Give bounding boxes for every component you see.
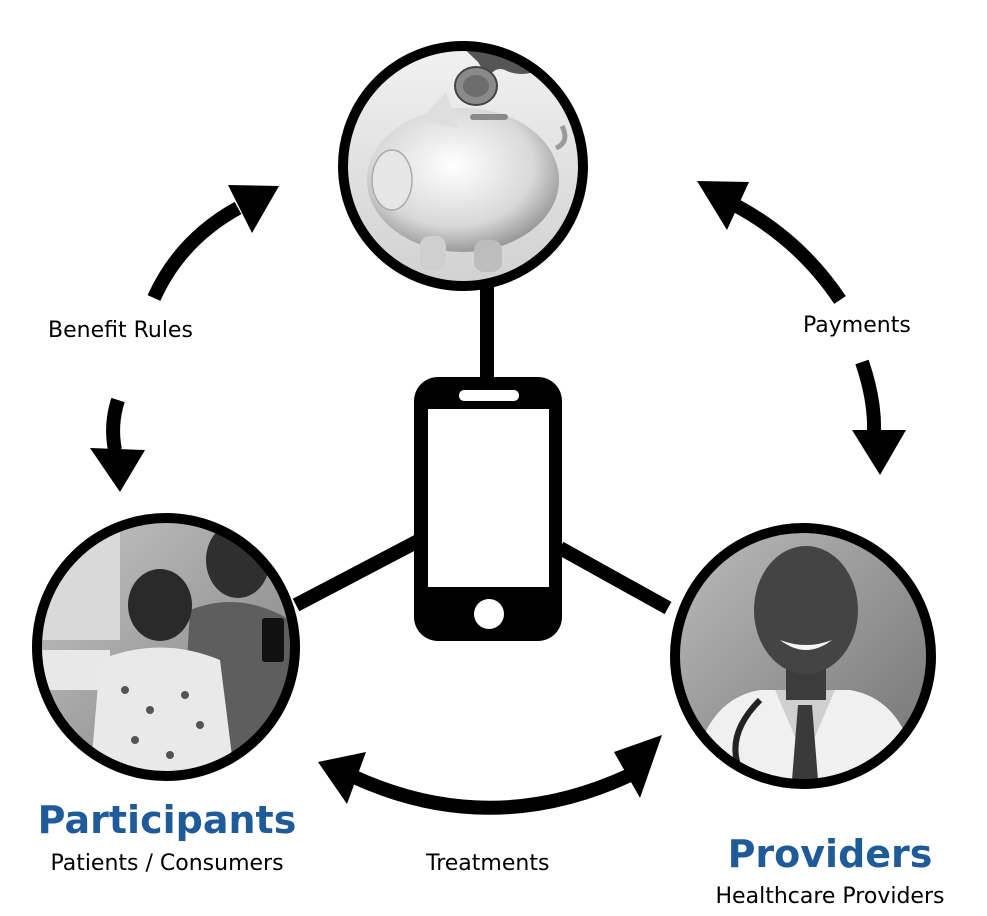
treatments-arrow xyxy=(318,735,662,815)
benefit-rules-arrow-down xyxy=(90,397,145,492)
connector-lines xyxy=(292,286,672,615)
providers-title: Providers xyxy=(727,832,933,876)
participants-subtitle: Patients / Consumers xyxy=(50,851,284,876)
connector-right xyxy=(556,541,672,615)
benefit-rules-label: Benefit Rules xyxy=(48,318,193,343)
connector-left xyxy=(292,533,424,612)
phone-icon xyxy=(414,377,562,641)
arrows xyxy=(90,181,906,815)
payments-arrow-up xyxy=(697,181,846,304)
participants-photo xyxy=(32,513,300,781)
payments-label: Payments xyxy=(803,313,911,338)
provider-circle xyxy=(670,523,936,789)
provider-photo xyxy=(670,523,936,789)
piggy-bank-photo xyxy=(338,41,588,291)
providers-subtitle: Healthcare Providers xyxy=(715,884,945,909)
participants-circle xyxy=(32,513,300,781)
benefit-rules-arrow-up xyxy=(147,185,279,301)
piggy-bank-circle xyxy=(338,41,588,291)
participants-title: Participants xyxy=(37,798,297,842)
payments-arrow-down xyxy=(852,359,906,475)
treatments-label: Treatments xyxy=(426,851,550,876)
